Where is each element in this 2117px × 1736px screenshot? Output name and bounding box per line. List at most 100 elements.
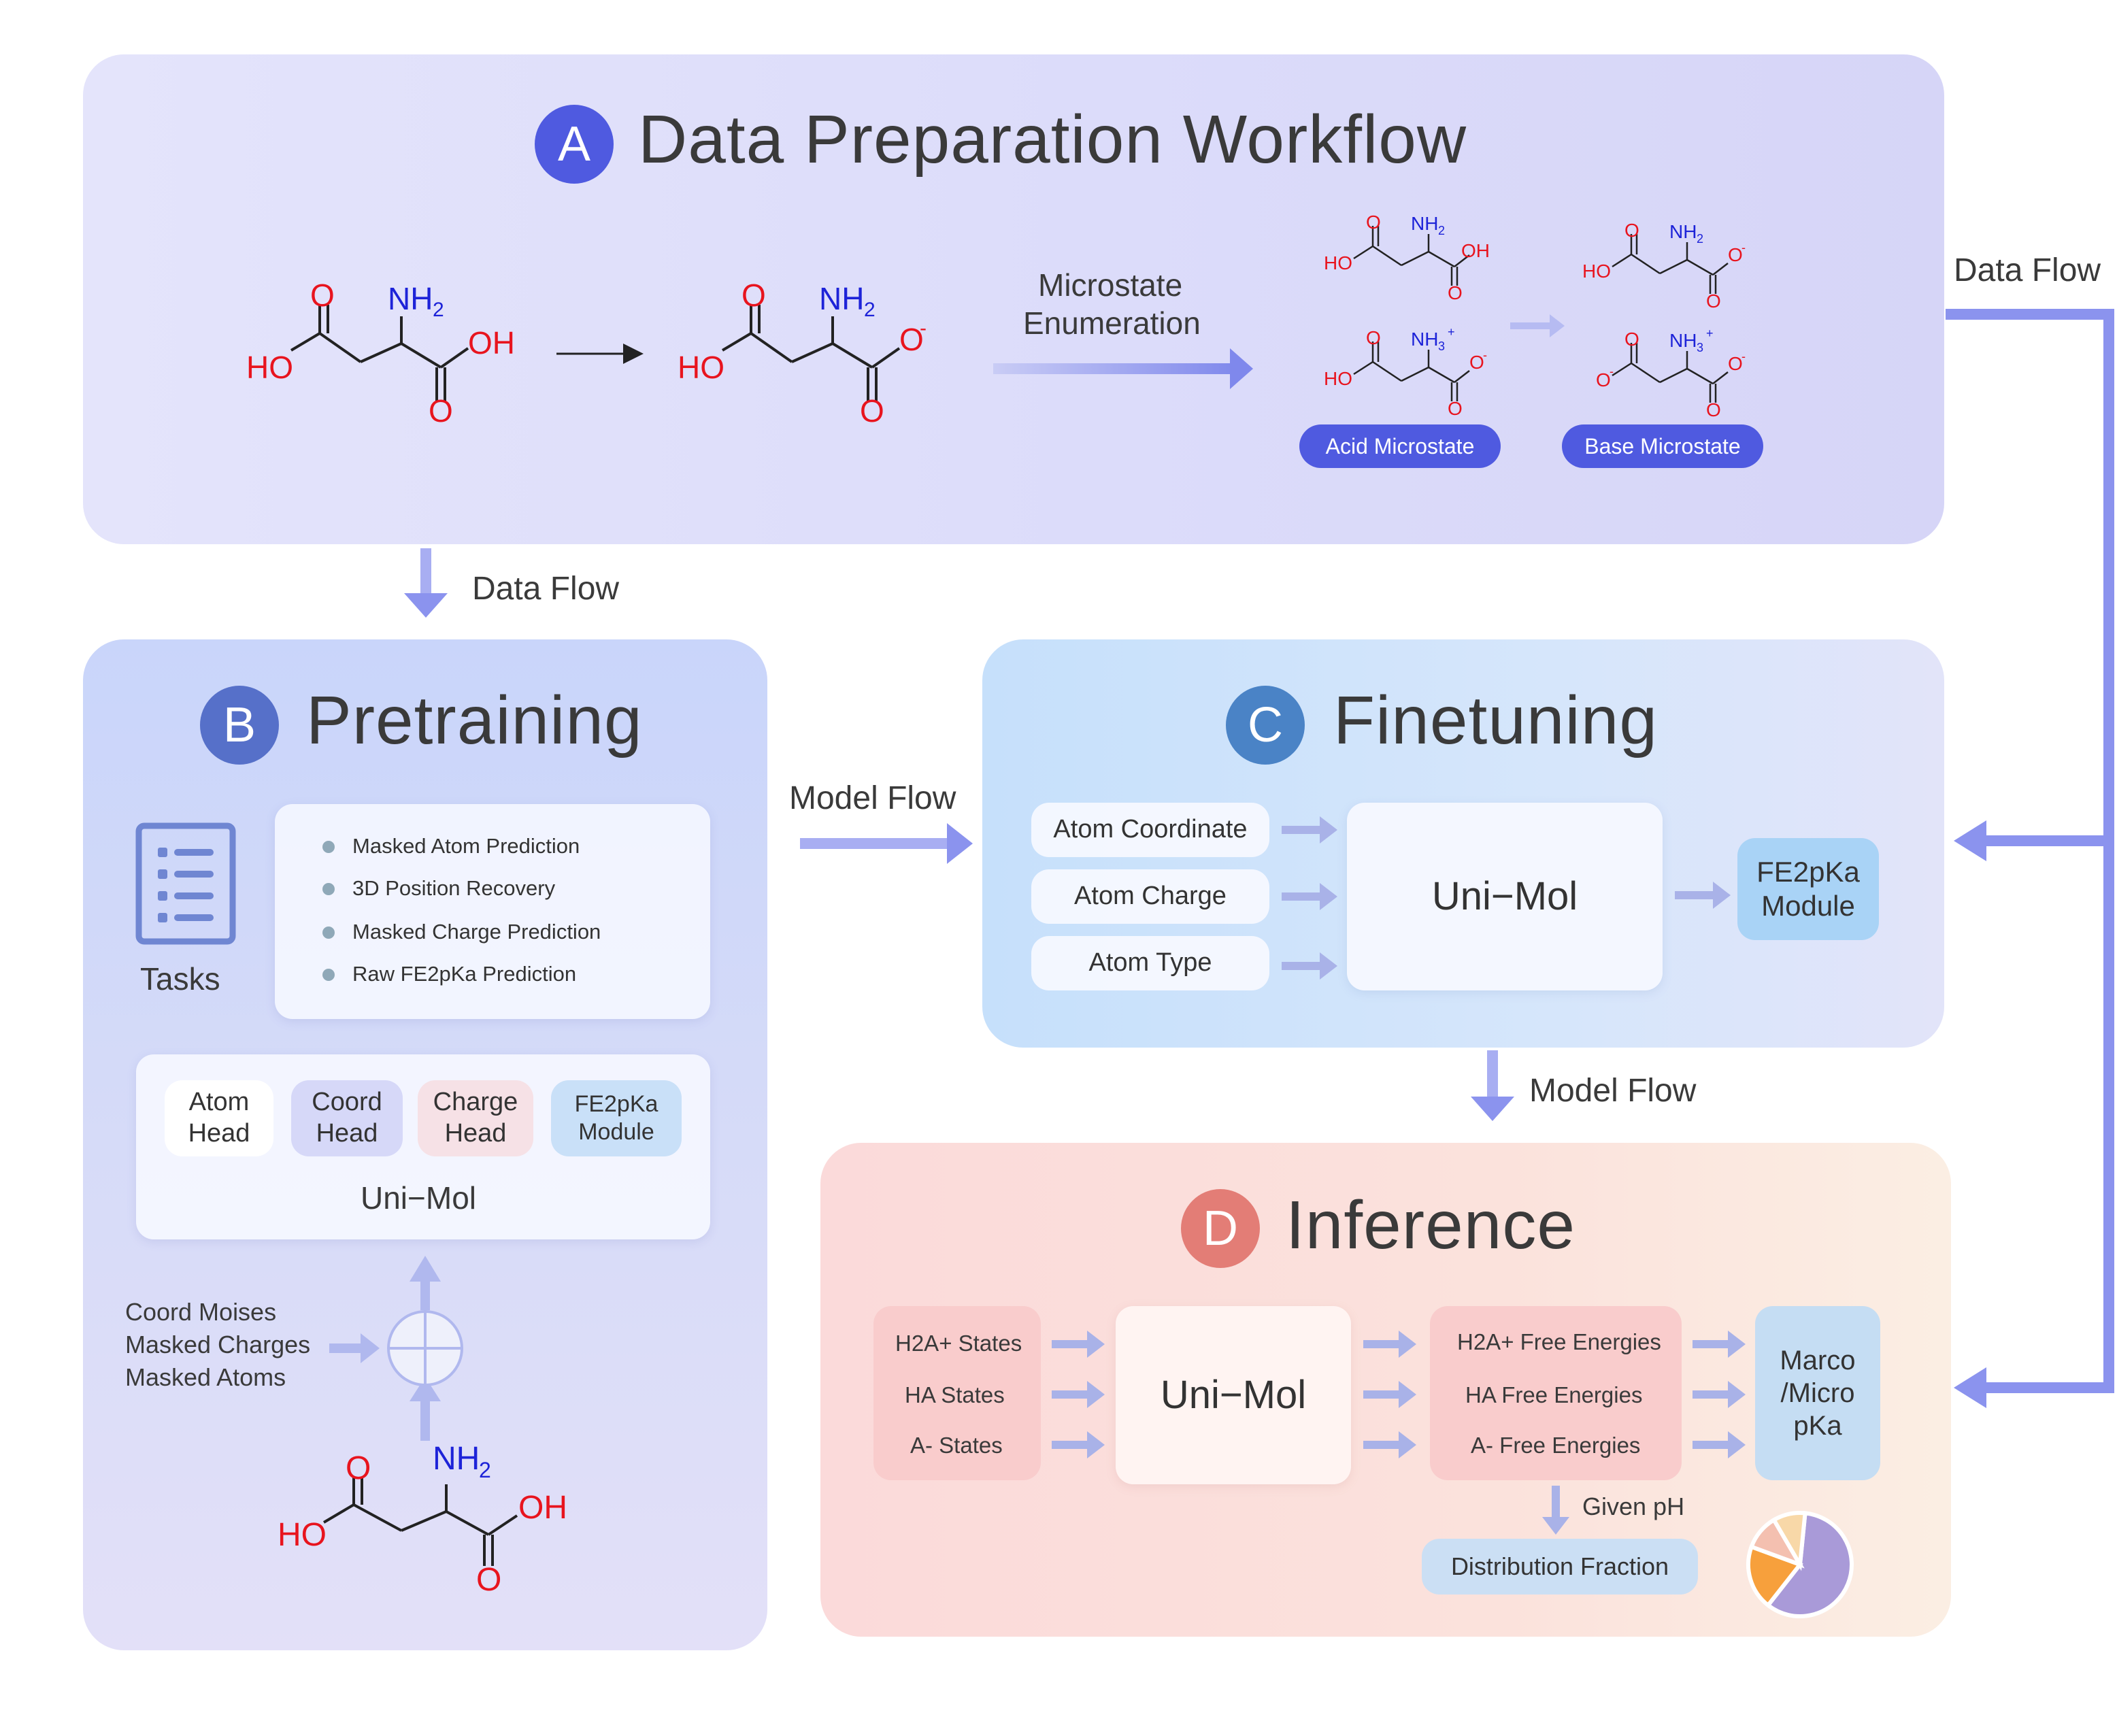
svg-text:HO: HO: [1324, 252, 1352, 273]
data-flow-ab-head: [404, 593, 448, 618]
pka-output-line2: /Micro: [1780, 1378, 1855, 1408]
input-atom-type: Atom Type: [1031, 936, 1269, 990]
model-flow-cd-shaft: [1487, 1050, 1498, 1102]
atom-label: -: [920, 317, 927, 339]
task-bullet: [322, 883, 335, 895]
atom-label: 2: [433, 299, 444, 321]
state-a: A- States: [910, 1433, 1003, 1458]
tasks-clipboard-icon: [135, 822, 236, 945]
enumeration-arrow-head: [1230, 348, 1253, 389]
svg-text:O: O: [1624, 220, 1639, 241]
svg-text:O: O: [1624, 329, 1639, 350]
svg-text:NH: NH: [433, 1441, 480, 1477]
atom-head-box: Atom Head: [165, 1080, 273, 1156]
svg-text:3: 3: [1697, 341, 1703, 354]
enumeration-arrow-shaft: [993, 363, 1238, 374]
svg-text:O: O: [1366, 212, 1381, 233]
input-masked-atoms: Masked Atoms: [125, 1363, 286, 1391]
atom-label: HO: [678, 350, 724, 385]
data-flow-arrowhead-c: [1954, 820, 1986, 861]
svg-text:NH: NH: [1669, 330, 1697, 351]
data-flow-arrowhead-d: [1954, 1367, 1986, 1408]
data-flow-label-right: Data Flow: [1954, 252, 2101, 288]
task-bullet: [322, 969, 335, 981]
coord-head-box: Coord Head: [291, 1080, 403, 1156]
fe2pka-module-c-line2: Module: [1761, 890, 1855, 922]
given-ph-label: Given pH: [1582, 1492, 1685, 1520]
energies-box: [1430, 1306, 1682, 1480]
badge-b: B: [200, 686, 279, 765]
atom-label: O: [899, 322, 924, 357]
svg-text:OH: OH: [518, 1490, 567, 1526]
svg-text:+: +: [1448, 325, 1455, 339]
svg-text:-: -: [1483, 348, 1487, 362]
pretrain-unimol-label: Uni−Mol: [361, 1180, 477, 1216]
pie-slice-0: [1765, 1511, 1854, 1618]
model-flow-cd-head: [1471, 1097, 1514, 1121]
input-masked-charges: Masked Charges: [125, 1331, 311, 1358]
fe2pka-module-box-c: FE2pKa Module: [1737, 838, 1879, 940]
atom-label: OH: [468, 325, 515, 361]
svg-text:O: O: [346, 1450, 371, 1486]
pka-output-line3: pKa: [1793, 1411, 1842, 1441]
coord-head-line2: Head: [316, 1119, 378, 1148]
pka-output-box: Marco /Micro pKa: [1755, 1306, 1880, 1480]
svg-text:O: O: [1448, 398, 1463, 419]
task-masked-atom: Masked Atom Prediction: [352, 834, 580, 858]
distribution-fraction-box: Distribution Fraction: [1422, 1539, 1698, 1595]
energy-ha: HA Free Energies: [1465, 1382, 1643, 1407]
energy-h2a: H2A+ Free Energies: [1457, 1329, 1661, 1354]
acid-microstate-pill: Acid Microstate: [1299, 424, 1501, 468]
svg-text:O: O: [1469, 352, 1484, 373]
finetune-unimol-box: Uni−Mol: [1347, 803, 1663, 990]
tasks-label: Tasks: [140, 961, 220, 997]
svg-text:NH: NH: [1669, 221, 1697, 242]
atom-label: O: [860, 393, 884, 429]
state-ha: HA States: [905, 1382, 1005, 1407]
charge-head-box: Charge Head: [418, 1080, 533, 1156]
svg-text:NH: NH: [1411, 213, 1438, 234]
badge-c: C: [1226, 686, 1305, 765]
panel-d-title: Inference: [1286, 1187, 1576, 1263]
fe2pka-module-b-line1: FE2pKa: [574, 1091, 659, 1118]
data-flow-right-line: [1946, 309, 2114, 1393]
svg-text:-: -: [1610, 365, 1614, 378]
atom-label: HO: [246, 350, 293, 385]
fe2pka-module-box-b: FE2pKa Module: [551, 1080, 682, 1156]
svg-text:HO: HO: [1324, 368, 1352, 389]
task-bullet: [322, 927, 335, 939]
atom-label: O: [429, 393, 453, 429]
svg-text:O: O: [1448, 282, 1463, 303]
molecule-aspartate: [721, 305, 901, 401]
data-flow-ab-shaft: [420, 548, 431, 600]
inference-unimol-box: Uni−Mol: [1116, 1306, 1351, 1484]
charge-head-line2: Head: [444, 1119, 507, 1148]
acid-to-base-arrow-head: [1550, 314, 1565, 337]
svg-text:-: -: [1741, 350, 1746, 363]
task-masked-charge: Masked Charge Prediction: [352, 920, 601, 944]
atom-label: O: [741, 278, 766, 313]
states-box: [873, 1306, 1041, 1480]
svg-text:O: O: [476, 1562, 501, 1598]
input-coord-noises: Coord Moises: [125, 1298, 277, 1326]
atom-label: 2: [864, 299, 876, 321]
task-bullet: [322, 841, 335, 853]
panel-b-title: Pretraining: [306, 682, 643, 758]
atom-label: NH: [388, 281, 433, 316]
fe2pka-module-b-line2: Module: [578, 1119, 654, 1145]
svg-text:O: O: [1728, 244, 1743, 265]
model-flow-label-bc: Model Flow: [789, 780, 956, 816]
svg-text:O: O: [1728, 353, 1743, 374]
atom-head-line2: Head: [188, 1119, 250, 1148]
badge-d: D: [1181, 1189, 1260, 1268]
task-3d-position: 3D Position Recovery: [352, 876, 556, 900]
svg-text:2: 2: [1438, 224, 1445, 237]
